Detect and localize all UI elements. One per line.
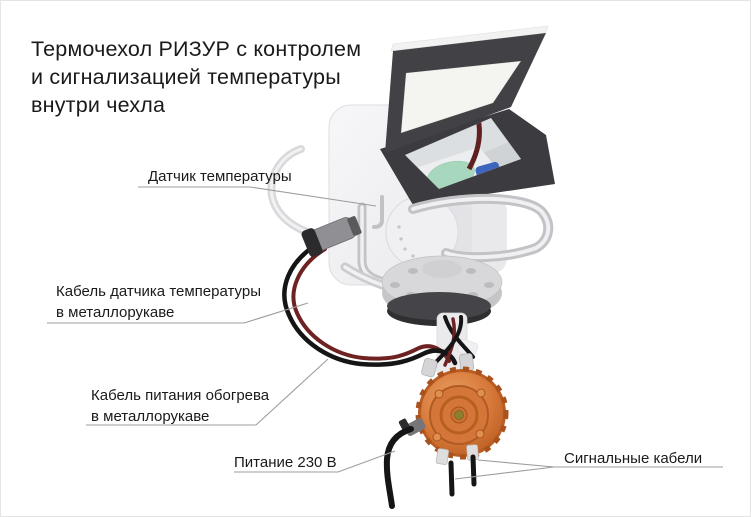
power-cable [383,426,414,509]
cover-cable-gland [301,216,362,257]
page-title: Термочехол РИЗУР с контролем и сигнализа… [31,37,362,117]
temperature-sensor-probe [372,195,384,229]
cable-black [282,240,458,367]
lid-frame [385,33,546,153]
label-temperature-sensor: Датчик температуры [148,168,292,185]
signal-cable-left [448,460,455,497]
external-cables [383,426,477,509]
leader-heat-cable [86,358,329,426]
inspection-window [380,109,555,205]
grounding-screw [454,410,464,420]
label-signal-cables: Сигнальные кабели [564,450,703,467]
leader-sensor-cable [47,302,309,324]
ghost-bracket-left [267,145,317,238]
label-power-supply: Питание 230 В [234,454,337,471]
leader-power [234,450,396,473]
heating-cable-loop [282,240,475,367]
signal-cable-right [470,454,477,487]
leader-sensor [138,186,377,207]
label-sensor-cable: Кабель датчика температуры в металлорука… [56,283,261,321]
internal-wire [466,118,482,171]
leader-signal-b [454,466,555,480]
window-frame [380,109,555,205]
leader-lines [47,186,723,480]
signal-gland-left [435,448,450,465]
junction-box [398,353,509,465]
cable-red [291,247,451,363]
label-heating-power-cable: Кабель питания обогрева в металлорукаве [91,387,270,425]
insulated-lid [385,25,549,153]
